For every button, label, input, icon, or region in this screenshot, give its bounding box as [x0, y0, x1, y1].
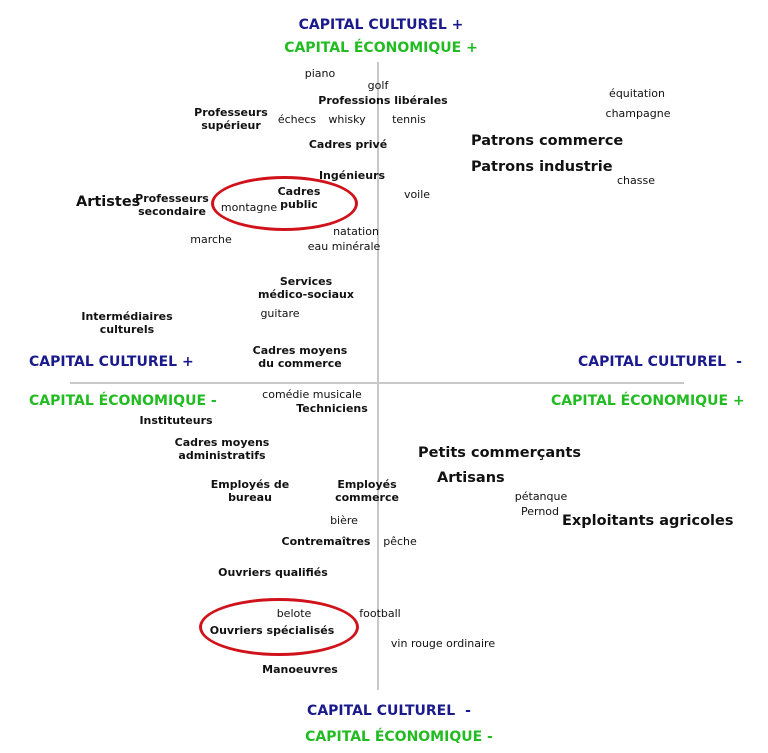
profession-ouvriers-qualifies: Ouvriers qualifiés	[218, 566, 328, 579]
axis-label-right-cultural: CAPITAL CULTUREL-	[578, 354, 742, 370]
practice-biere: bière	[330, 514, 358, 527]
axis-label-left-economic: CAPITAL ÉCONOMIQUE -	[29, 393, 217, 409]
axis-label-bottom-cultural-text: CAPITAL CULTUREL	[307, 703, 456, 719]
practice-chasse: chasse	[617, 174, 655, 187]
axis-label-right-cultural-text: CAPITAL CULTUREL	[578, 354, 727, 370]
profession-professeurs-superieur: Professeurs supérieur	[194, 106, 268, 132]
axis-label-bottom-cultural-sign: -	[465, 703, 471, 719]
practice-montagne: montagne	[220, 201, 278, 214]
profession-ouvriers-specialises: Ouvriers spécialisés	[209, 624, 335, 637]
profession-cadres-prive: Cadres privé	[308, 138, 388, 151]
profession-professeurs-secondaire: Professeurs secondaire	[135, 192, 209, 218]
profession-instituteurs: Instituteurs	[139, 414, 213, 427]
practice-marche: marche	[190, 233, 232, 246]
profession-manoeuvres: Manoeuvres	[262, 663, 338, 676]
practice-vin-rouge-ordinaire: vin rouge ordinaire	[390, 637, 496, 650]
axis-label-bottom-cultural: CAPITAL CULTUREL-	[307, 703, 471, 719]
practice-tennis: tennis	[392, 113, 426, 126]
practice-eau-minerale: eau minérale	[307, 240, 381, 253]
profession-ingenieurs: Ingénieurs	[318, 169, 386, 182]
practice-comedie-musicale: comédie musicale	[262, 388, 362, 401]
profession-professions-liberales: Professions libérales	[318, 94, 448, 107]
profession-exploitants-agricoles: Exploitants agricoles	[562, 513, 734, 529]
profession-patrons-commerce: Patrons commerce	[471, 133, 624, 149]
horizontal-axis	[70, 382, 684, 384]
practice-natation: natation	[333, 225, 379, 238]
practice-champagne: champagne	[605, 107, 671, 120]
profession-artistes: Artistes	[76, 194, 141, 210]
practice-peche: pêche	[383, 535, 417, 548]
practice-voile: voile	[403, 188, 431, 201]
practice-pernod: Pernod	[520, 505, 560, 518]
practice-equitation: équitation	[609, 87, 665, 100]
profession-intermediaires-culturels: Intermédiaires culturels	[81, 310, 173, 336]
profession-patrons-industrie: Patrons industrie	[471, 159, 613, 175]
profession-cadres-public: Cadres public	[277, 185, 321, 211]
axis-label-top-economic: CAPITAL ÉCONOMIQUE +	[284, 40, 478, 56]
axis-label-bottom-economic: CAPITAL ÉCONOMIQUE -	[305, 729, 493, 745]
profession-petits-commercants: Petits commerçants	[418, 445, 581, 461]
profession-cadres-moyens-administratifs: Cadres moyens administratifs	[174, 436, 270, 462]
practice-belote: belote	[276, 607, 312, 620]
practice-football: football	[359, 607, 401, 620]
profession-services-medico-sociaux: Services médico-sociaux	[258, 275, 354, 301]
profession-contremaitres: Contremaîtres	[281, 535, 371, 548]
vertical-axis	[377, 62, 379, 690]
practice-piano: piano	[304, 67, 336, 80]
axis-label-right-economic: CAPITAL ÉCONOMIQUE +	[551, 393, 745, 409]
practice-golf: golf	[367, 79, 389, 92]
highlight-circle-cadres-public	[211, 176, 358, 231]
profession-employes-commerce: Employés commerce	[335, 478, 399, 504]
practice-whisky: whisky	[328, 113, 366, 126]
profession-techniciens: Techniciens	[296, 402, 368, 415]
axis-label-top-cultural: CAPITAL CULTUREL +	[298, 17, 464, 33]
profession-artisans: Artisans	[437, 470, 505, 486]
profession-employes-bureau: Employés de bureau	[210, 478, 290, 504]
practice-guitare: guitare	[260, 307, 300, 320]
axis-label-right-cultural-sign: -	[736, 354, 742, 370]
practice-petanque: pétanque	[514, 490, 568, 503]
highlight-circle-ouvriers-specialises	[199, 598, 359, 656]
axis-label-left-cultural: CAPITAL CULTUREL +	[29, 354, 194, 370]
profession-cadres-moyens-commerce: Cadres moyens du commerce	[252, 344, 348, 370]
practice-echecs: échecs	[277, 113, 317, 126]
